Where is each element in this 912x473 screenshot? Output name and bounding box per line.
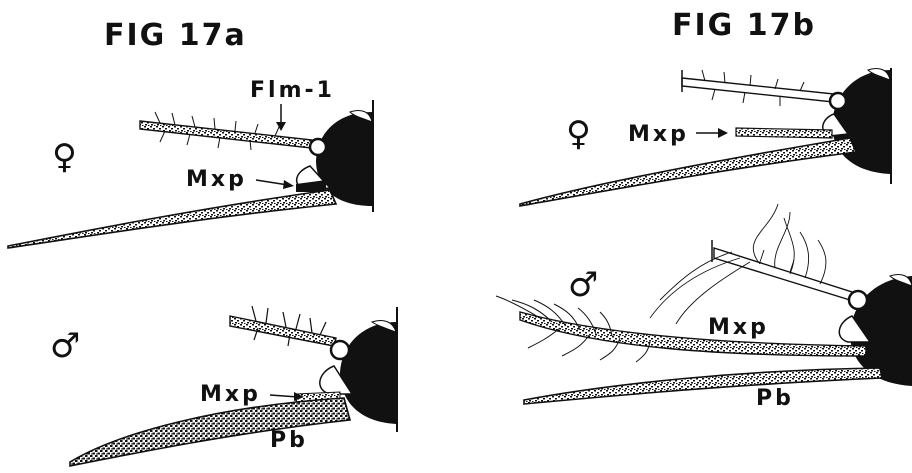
fig17a-label-flm1: Flm-1 [250,78,335,103]
figure-17b: FIG 17b ♀ Mxp ♂ [496,8,912,411]
figure-17a-title: FIG 17a [104,18,247,53]
fig17a-female-mxp-arrowhead [283,180,294,189]
fig17b-female: ♀ Mxp [520,68,891,206]
fig17a-male-symbol: ♂ [50,326,80,366]
fig17b-male-antenna [714,248,852,300]
fig17a-male-antenna [230,316,336,346]
fig17b-female-pedicel [830,93,846,109]
fig17b-female-maxillary-palp [736,128,832,138]
fig17b-male-label-pb: Pb [756,386,794,411]
fig17b-male-maxillary-palp [520,312,866,356]
fig17b-male-proboscis [524,368,882,404]
fig17a-female-pedicel [310,139,326,155]
fig17a-female-label-mxp: Mxp [186,167,247,192]
fig17b-male-label-mxp: Mxp [708,315,769,340]
fig17b-male-pedicel [849,291,867,309]
fig17b-female-symbol: ♀ [566,114,591,154]
fig17b-female-mxp-arrowhead [718,128,728,138]
figure-17a: FIG 17a ♀ [8,18,397,466]
fig17a-male: ♂ Mxp Pb [50,306,397,466]
fig17a-male-proboscis [70,398,350,466]
fig17a-female-antenna [140,121,312,148]
fig17a-female: ♀ Flm-1 [8,78,373,248]
fig17b-male: ♂ [496,204,912,411]
fig17a-female-proboscis [8,190,336,248]
fig17a-male-pedicel [331,341,349,359]
fig17b-female-head [832,70,890,174]
fig17a-male-mxp-arrow [270,395,298,397]
fig17a-female-mxp-arrow [256,180,288,185]
fig17a-female-symbol: ♀ [52,137,77,177]
fig17b-male-symbol: ♂ [568,265,598,305]
figure-17b-title: FIG 17b [672,8,816,43]
fig17b-female-antenna [682,78,834,102]
fig17a-male-label-pb: Pb [270,428,308,453]
fig17a-male-label-mxp: Mxp [200,382,261,407]
fig17b-female-label-mxp: Mxp [628,122,689,147]
fig17a-male-head [340,322,396,424]
